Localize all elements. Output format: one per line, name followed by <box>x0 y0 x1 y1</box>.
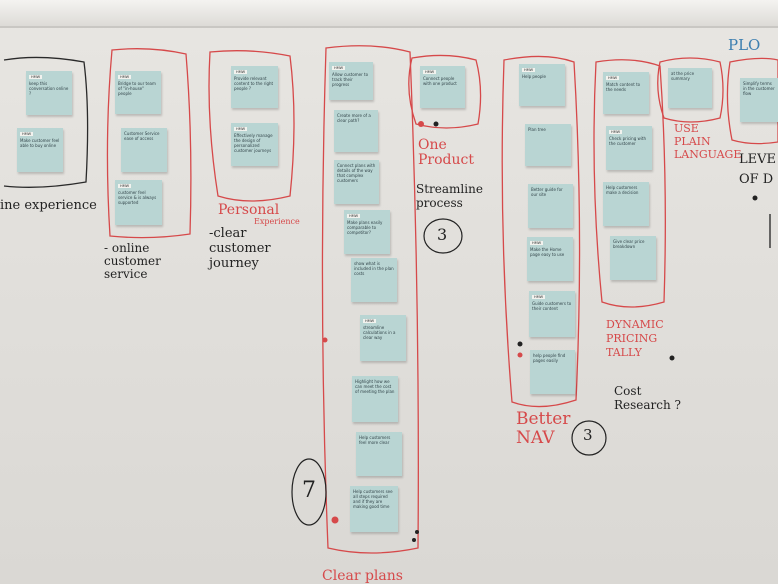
note-text: Effectively manage the design of persona… <box>234 133 273 153</box>
sticky-note: HMW Provide relevant content to the righ… <box>231 66 278 108</box>
note-text: Bridge to our team of "in-house" people <box>118 81 156 96</box>
note-text: Provide relevant content to the right pe… <box>234 76 274 91</box>
label-level: LEVE OF D <box>739 152 777 187</box>
note-text: Connect plans with details of the way th… <box>337 163 376 183</box>
label-plo: PLO <box>728 36 761 54</box>
sticky-note: HMW customer feel service & is always su… <box>115 180 162 225</box>
note-tag: HMW <box>609 130 623 134</box>
note-tag: HMW <box>20 132 34 136</box>
note-text: keep this conversation online ? <box>29 81 69 96</box>
note-text: Better guide for our site <box>531 187 563 197</box>
sticky-note: HMW Match content to the needs <box>603 72 649 114</box>
sticky-note: HMW Allow customer to track their progre… <box>329 62 373 100</box>
note-text: show what is included in the plan costs <box>354 261 394 276</box>
sticky-note: HMW Make plans easily comparable to comp… <box>344 210 390 254</box>
sticky-note: show what is included in the plan costs <box>351 258 397 302</box>
sticky-note: Help customers see all steps required an… <box>350 486 398 532</box>
note-tag: HMW <box>530 241 544 245</box>
sticky-note: Simplify terms in the customer flow <box>740 78 778 122</box>
sticky-note: Help customers make a decision <box>603 182 649 226</box>
note-text: Check pricing with the customer <box>609 136 647 146</box>
label-online-service: - online customer service <box>104 241 161 281</box>
note-text: Simplify terms in the customer flow <box>743 81 775 96</box>
sticky-note: HMW Guide customers to their content <box>529 291 575 337</box>
label-personal-sub: Experience <box>254 217 300 226</box>
sticky-note: HMW Check pricing with the customer <box>606 126 652 170</box>
whiteboard-frame <box>0 0 778 28</box>
sticky-note: HMW keep this conversation online ? <box>26 71 72 115</box>
sticky-note: Help customers feel more clear <box>356 432 402 476</box>
note-text: Customer Service ease of access <box>124 131 160 141</box>
sticky-note: HMW Bridge to our team of "in-house" peo… <box>115 71 161 114</box>
count-nav: 3 <box>583 426 593 444</box>
note-text: Help customers make a decision <box>606 185 639 195</box>
note-text: Give clear price breakdown <box>613 239 645 249</box>
note-text: Help customers see all steps required an… <box>353 489 393 509</box>
label-one-product: One Product <box>418 137 474 168</box>
count-plans: 7 <box>302 478 316 503</box>
note-text: Highlight how we can meet the cost of me… <box>355 379 395 394</box>
label-streamline: Streamline process <box>416 182 483 210</box>
label-clear-journey: -clear customer journey <box>209 226 271 271</box>
note-tag: HMW <box>118 75 132 79</box>
sticky-note: HMW Make the Home page easy to use <box>527 237 573 281</box>
sticky-note: help people find pages easily <box>530 350 575 394</box>
note-text: Guide customers to their content <box>532 301 572 311</box>
note-text: Match content to the needs <box>606 82 641 92</box>
note-tag: HMW <box>606 76 620 80</box>
sticky-note: Customer Service ease of access <box>121 128 167 172</box>
label-clear-plans: Clear plans <box>322 568 403 584</box>
note-text: Create more of a clear path? <box>337 113 371 123</box>
sticky-note: HMW Make customer feel able to buy onlin… <box>17 128 63 172</box>
label-online-experience: ine experience <box>0 198 97 213</box>
note-text: Make the Home page easy to use <box>530 247 565 257</box>
sticky-note: Better guide for our site <box>528 184 573 228</box>
note-tag: HMW <box>363 319 377 323</box>
note-tag: HMW <box>423 70 437 74</box>
sticky-note: Plan tree <box>525 124 571 166</box>
sticky-note: HMW Effectively manage the design of per… <box>231 123 278 166</box>
note-text: Help customers feel more clear <box>359 435 391 445</box>
note-tag: HMW <box>29 75 43 79</box>
note-text: customer feel service & is always suppor… <box>118 190 157 205</box>
count-streamline: 3 <box>437 225 448 244</box>
note-tag: HMW <box>118 184 132 188</box>
note-text: Plan tree <box>528 127 546 132</box>
note-text: Make plans easily comparable to competit… <box>347 220 383 235</box>
sticky-note: HMW Help people <box>519 64 565 106</box>
label-plain-language: USE PLAIN LANGUAGE <box>674 122 742 161</box>
note-tag: HMW <box>522 68 536 72</box>
note-text: at the price summary <box>671 71 695 81</box>
note-text: Make customer feel able to buy online <box>20 138 60 148</box>
sticky-note: Create more of a clear path? <box>334 110 378 152</box>
sticky-note: Give clear price breakdown <box>610 236 656 280</box>
sticky-note: Connect plans with details of the way th… <box>334 160 379 204</box>
note-tag: HMW <box>532 295 546 299</box>
note-text: Help people <box>522 74 546 79</box>
note-text: streamline calculations in a clear way <box>363 325 396 340</box>
label-better-nav: Better NAV <box>516 409 571 448</box>
note-tag: HMW <box>234 70 248 74</box>
sticky-note: HMW Connect people with one product <box>420 66 465 108</box>
label-cost-research: Cost Research ? <box>614 384 681 412</box>
note-text: Allow customer to track their progress <box>332 72 369 87</box>
note-text: Connect people with one product <box>423 76 457 86</box>
label-personal: Personal <box>218 202 280 218</box>
sticky-note: Highlight how we can meet the cost of me… <box>352 376 398 422</box>
sticky-note: at the price summary <box>668 68 712 108</box>
note-text: help people find pages easily <box>533 353 566 363</box>
label-dynamic-pricing: DYNAMIC PRICING TALLY <box>606 318 664 359</box>
note-tag: HMW <box>234 127 248 131</box>
sticky-note: HMW streamline calculations in a clear w… <box>360 315 406 361</box>
note-tag: HMW <box>332 66 346 70</box>
note-tag: HMW <box>347 214 361 218</box>
